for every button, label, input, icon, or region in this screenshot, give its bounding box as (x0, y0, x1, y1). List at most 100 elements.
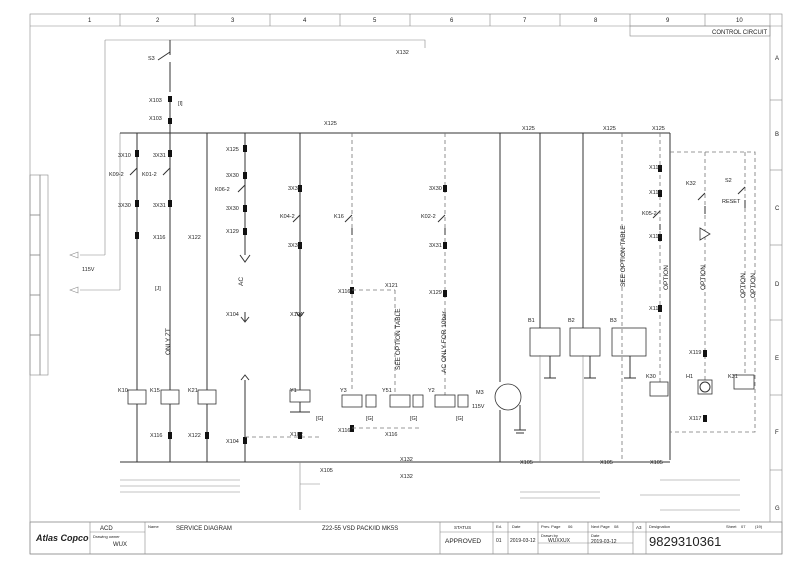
tb-dept: ACD (100, 526, 113, 532)
label-k16: K16 (334, 214, 344, 220)
cross-refs (120, 479, 600, 499)
label-x125-a: X125 (226, 147, 239, 153)
label-k31: K31 (728, 374, 738, 380)
row-e: E (775, 356, 779, 362)
label-x116: X116 (153, 235, 165, 241)
label-x117: X117 (689, 416, 701, 422)
rotated-labels: ONLY ZT AC SEE OPTION TABLE AC ONLY FOR … (165, 225, 757, 373)
branch-y51 (389, 290, 424, 408)
label-option-3: OPTION (740, 273, 747, 298)
branch-k31 (697, 152, 713, 422)
column-dividers (119, 14, 706, 26)
col-10: 10 (736, 18, 743, 24)
label-x103: X103 (149, 98, 162, 104)
label-ac-10bar: AC ONLY FOR 10bar (441, 310, 448, 373)
label-3x10: 3X10 (118, 153, 131, 159)
label-k09: K09-2 (109, 172, 124, 178)
tb-prev: 06 (568, 524, 573, 529)
left-arrows (69, 251, 79, 294)
label-3x30: 3X30 (118, 203, 131, 209)
tb-drawn-label: Drawn by (541, 533, 558, 538)
label-x116-e: X116 (385, 432, 397, 438)
label-m3-voltage: 115V (472, 404, 485, 410)
label-k04: K04-2 (280, 214, 295, 220)
tb-size: A3 (636, 525, 642, 530)
label-k01: K01-2 (142, 172, 157, 178)
label-k10: K10 (118, 388, 128, 394)
tb-drawn: WUXXUX (548, 538, 571, 544)
label-j-mark: [J] (155, 286, 161, 292)
label-reset: RESET (722, 199, 741, 205)
label-y51: Y51 (382, 388, 392, 394)
tb-sheet-label: Sheet (726, 524, 737, 529)
tb-ed-label: Ed. (496, 524, 502, 529)
row-c: C (775, 206, 780, 212)
label-x116-c: X116 (150, 433, 162, 439)
label-x132-b: X132 (400, 457, 413, 463)
component-labels: S3 X132 X103 [I] X103 X125 3X10 3X31 K09… (82, 50, 741, 480)
col-4: 4 (303, 18, 307, 24)
option-region (670, 151, 756, 433)
row-d: D (775, 282, 780, 288)
label-x129-b: X129 (429, 290, 442, 296)
label-x118: X118 (649, 165, 661, 171)
label-x132: X132 (396, 50, 409, 56)
label-3x31: 3X31 (153, 153, 166, 159)
tb-date: 2019-03-12 (510, 538, 536, 544)
tb-name-label: Name (148, 524, 159, 529)
label-see-option-2: SEE OPTION TABLE (620, 225, 627, 287)
label-m3: M3 (476, 390, 484, 396)
label-x105-c: X105 (600, 460, 613, 466)
label-x129: X129 (226, 229, 239, 235)
col-3: 3 (231, 18, 235, 24)
row-g: G (775, 506, 780, 512)
label-b1: B1 (528, 318, 535, 324)
branch-k04 (289, 133, 311, 439)
branch-k02 (434, 133, 469, 408)
tb-owner: WUX (113, 542, 127, 548)
header-title: CONTROL CIRCUIT (712, 30, 767, 36)
label-k05: K05-2 (642, 211, 657, 217)
tb-status: APPROVED (445, 538, 481, 545)
label-x104: X104 (226, 312, 239, 318)
col-5: 5 (373, 18, 377, 24)
label-3x31-b: 3X31 (153, 203, 166, 209)
label-b3: B3 (610, 318, 617, 324)
label-x121: X121 (385, 283, 398, 289)
title-block (29, 521, 783, 555)
branch-k15 (160, 133, 180, 462)
motor-m3 (494, 133, 526, 462)
tb-name: SERVICE DIAGRAM (176, 526, 232, 532)
label-x104-b: X104 (290, 312, 303, 318)
tb-product: Z22-55 VSD PACK/ID MK5S (322, 526, 398, 532)
col-8: 8 (594, 18, 598, 24)
label-option-4: OPTION (750, 273, 757, 298)
branch-s2 (733, 152, 755, 390)
label-g2: [G] (366, 416, 374, 422)
tb-date2: 2019-03-12 (591, 539, 617, 545)
branch-k21 (197, 133, 217, 462)
label-x125: X125 (324, 121, 337, 127)
label-x119-b: X119 (689, 350, 701, 356)
label-i-mark: [I] (178, 101, 183, 107)
label-x125-d: X125 (652, 126, 665, 132)
row-dividers (770, 99, 782, 471)
tb-designation: 9829310361 (649, 534, 721, 549)
label-x102: X102 (290, 432, 303, 438)
label-3x31-c: 3X31 (429, 243, 442, 249)
label-g3: [G] (410, 416, 418, 422)
tb-status-label: STATUS (454, 525, 471, 530)
branch-k16 (341, 133, 420, 432)
label-x118-b: X118 (649, 190, 661, 196)
label-k30: K30 (646, 374, 656, 380)
label-y1: Y1 (290, 388, 297, 394)
label-3x30-d: 3X30 (288, 186, 301, 192)
label-x105-b: X105 (520, 460, 533, 466)
atlas-copco-logo: Atlas Copco (35, 533, 89, 543)
label-x116-b: X116 (338, 289, 350, 295)
tb-owner-label: Drawing owner (93, 534, 120, 539)
left-strip (29, 174, 49, 376)
label-x104-c: X104 (226, 439, 239, 445)
